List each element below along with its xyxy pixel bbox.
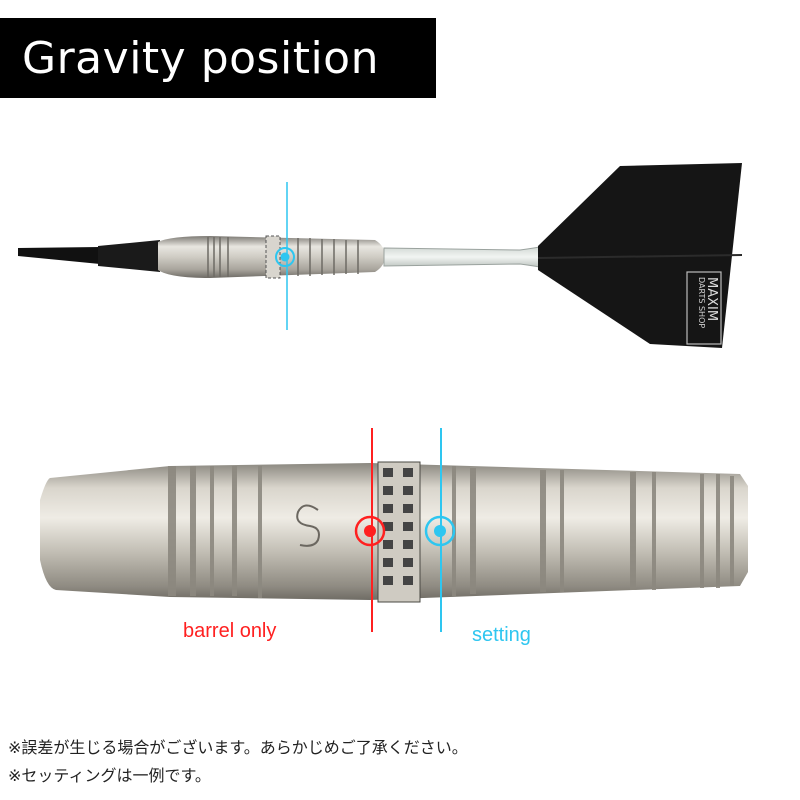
barrel-only-label: barrel only — [183, 620, 277, 642]
page-title: Gravity position — [0, 18, 436, 98]
note-line-2: ※セッティングは一例です。 — [8, 766, 211, 785]
dart-barrel-small — [158, 235, 385, 279]
dart-shaft — [383, 245, 546, 269]
gravity-marker-full-dart — [275, 247, 295, 267]
gravity-marker-barrel-only — [354, 515, 386, 547]
page-title-text: Gravity position — [22, 32, 379, 84]
setting-label: setting — [472, 624, 531, 646]
notes: ※誤差が生じる場合がございます。あらかじめご了承ください。 ※セッティングは一例… — [8, 734, 468, 790]
note-line-1: ※誤差が生じる場合がございます。あらかじめご了承ください。 — [8, 738, 468, 757]
barrel-closeup — [40, 461, 748, 603]
flight-brand-line2: MAXIM — [704, 277, 719, 321]
gravity-marker-setting — [424, 515, 456, 547]
barrel-logo — [296, 504, 320, 547]
dart-flight: DARTS SHOP MAXIM — [537, 163, 743, 348]
dart-tip — [18, 240, 160, 272]
flight-brand-line1: DARTS SHOP — [697, 277, 706, 328]
flight-brand-box — [686, 271, 722, 345]
